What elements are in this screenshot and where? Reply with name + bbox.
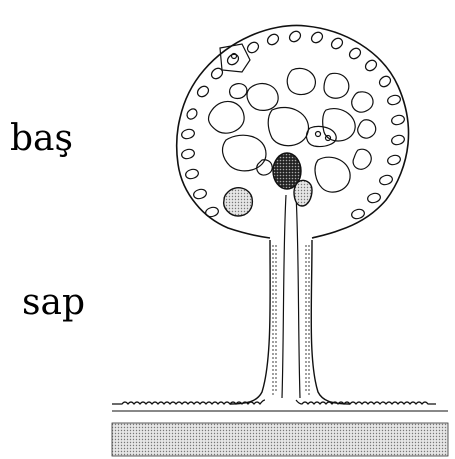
head-outline	[177, 25, 409, 238]
stalk-core-right	[296, 195, 300, 398]
stalk-core-left	[282, 195, 286, 398]
substrate-band	[112, 423, 448, 456]
stalk-right-wall	[311, 240, 350, 404]
lateral-body-left	[224, 188, 253, 216]
lateral-body-right	[294, 180, 312, 206]
stalk-right-epithelium	[306, 245, 309, 395]
stalk-left-wall	[230, 240, 270, 404]
stalk-left-epithelium	[273, 245, 276, 395]
base-surface-right	[296, 400, 436, 404]
